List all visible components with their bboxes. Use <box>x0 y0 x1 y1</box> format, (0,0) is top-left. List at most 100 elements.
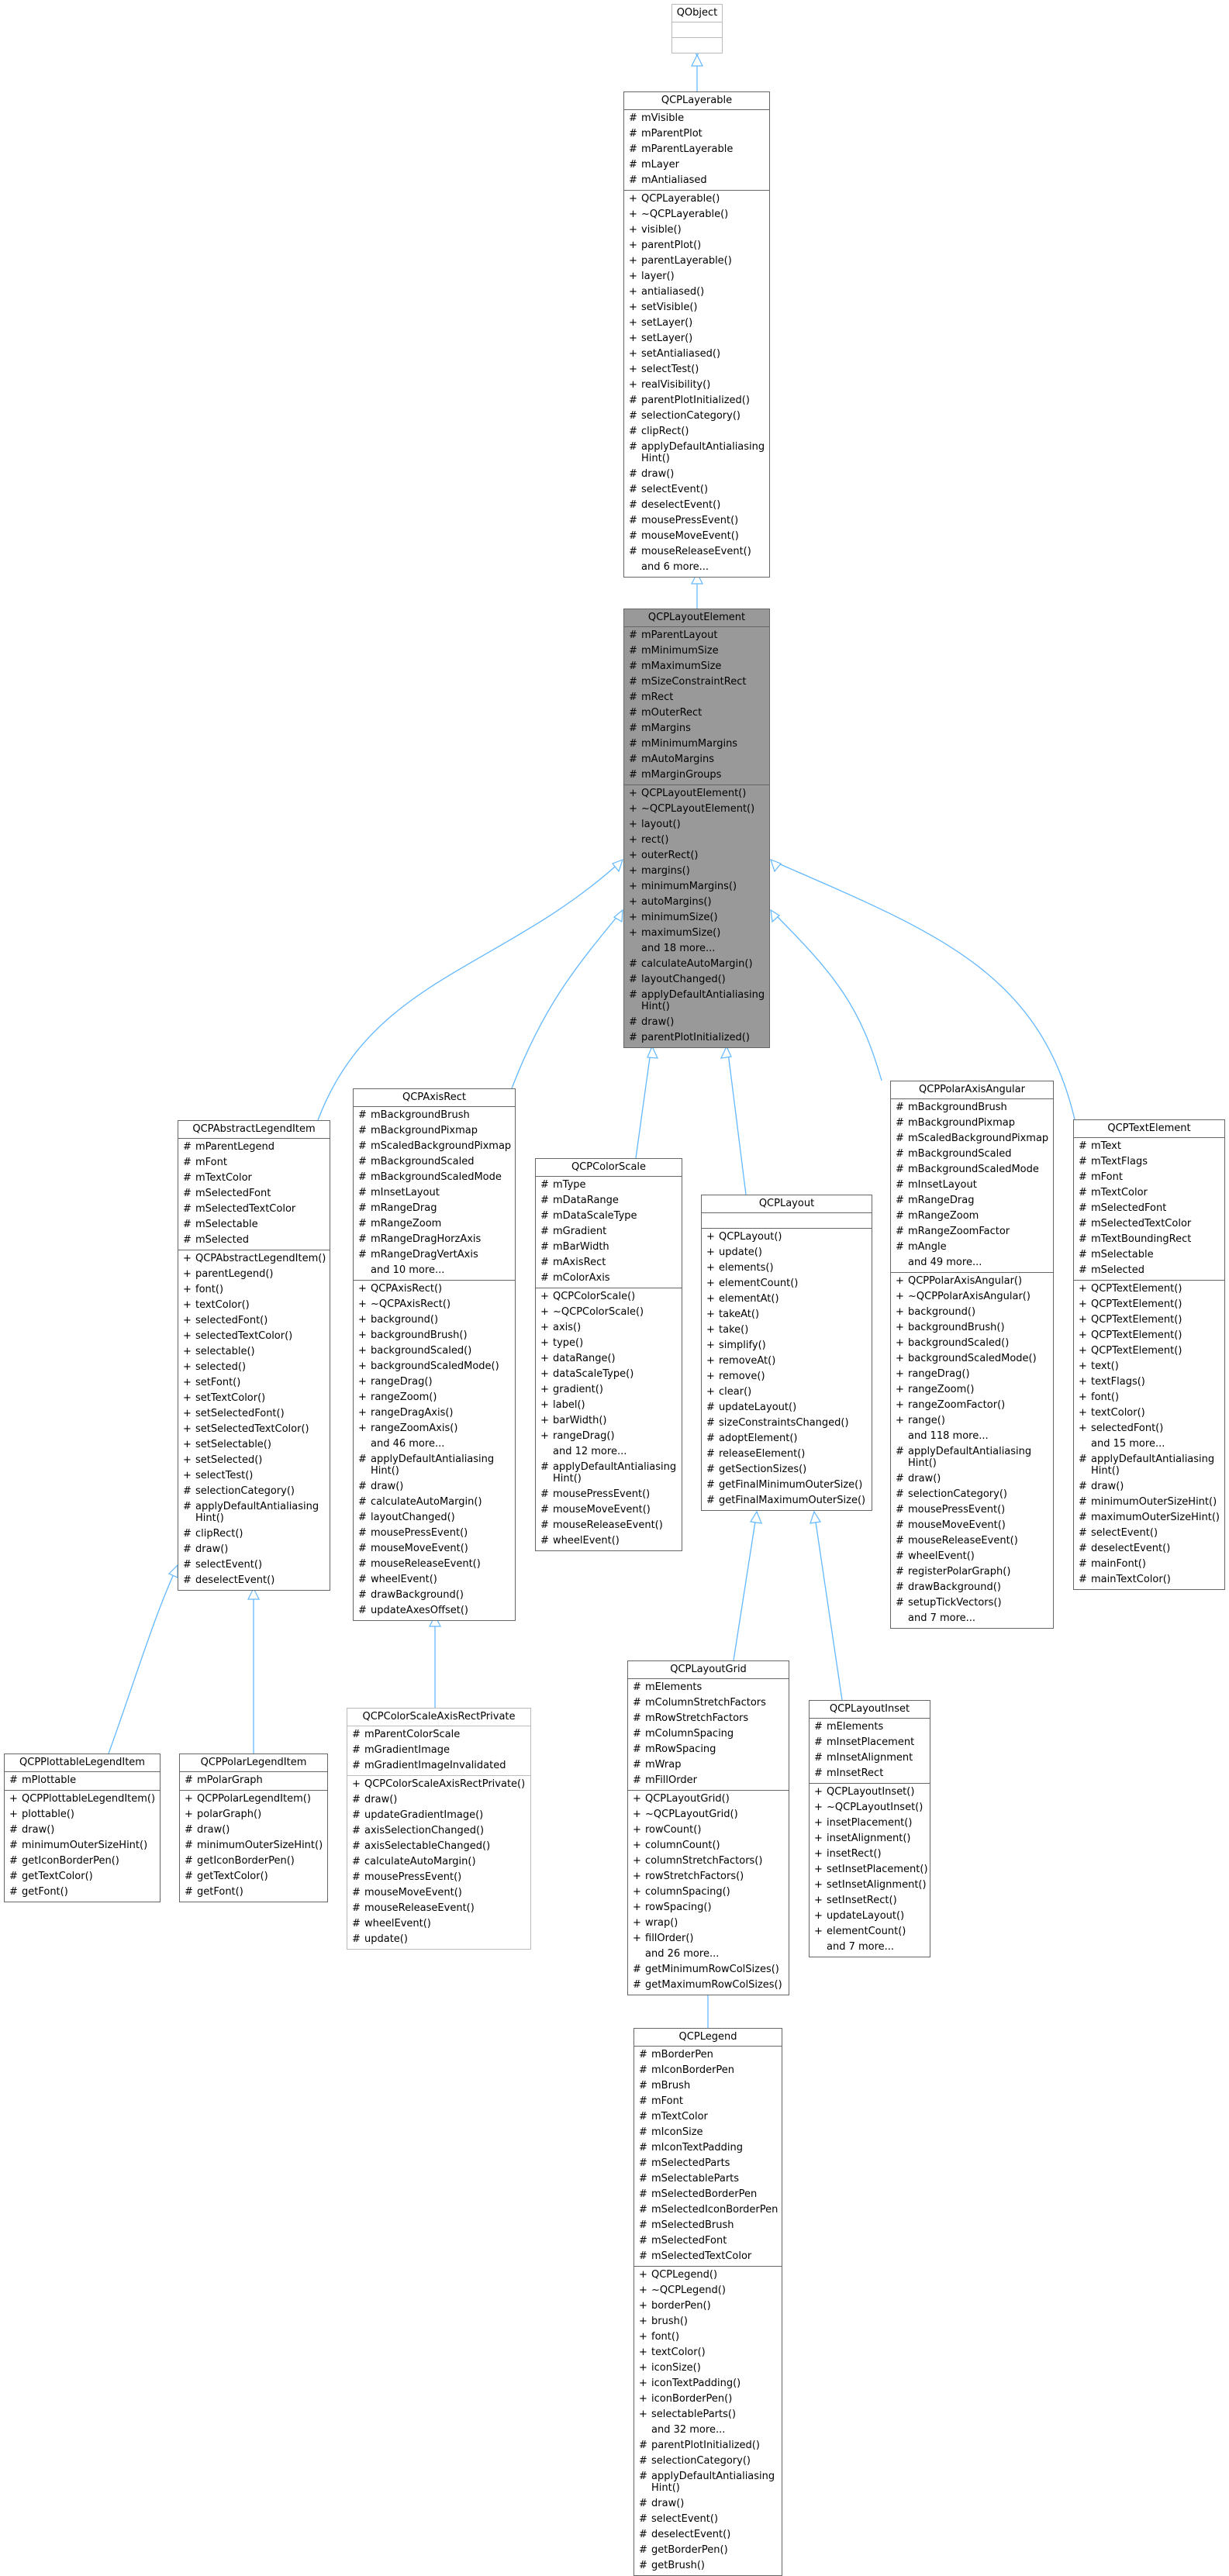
method-row[interactable]: +background() <box>891 1305 1053 1320</box>
method-row[interactable]: #selectEvent() <box>634 2512 782 2527</box>
attribute-row[interactable]: #mFont <box>634 2094 782 2109</box>
class-qcpcolorscaleaxisrectprivate[interactable]: QCPColorScaleAxisRectPrivate#mParentColo… <box>347 1708 531 1950</box>
attribute-row[interactable]: #mBackgroundPixmap <box>354 1123 515 1139</box>
attribute-row[interactable]: #mDataScaleType <box>536 1209 682 1224</box>
method-row[interactable]: #axisSelectableChanged() <box>347 1839 530 1854</box>
method-row[interactable]: +plottable() <box>5 1807 160 1823</box>
method-row[interactable]: +elements() <box>702 1260 872 1276</box>
method-row[interactable]: +QCPPolarLegendItem() <box>180 1791 327 1807</box>
method-row[interactable]: +borderPen() <box>634 2298 782 2314</box>
method-row[interactable]: #sizeConstraintsChanged() <box>702 1416 872 1431</box>
attribute-row[interactable]: #mBackgroundScaledMode <box>891 1162 1053 1178</box>
method-row[interactable]: #update() <box>347 1932 530 1947</box>
method-row[interactable]: #mouseReleaseEvent() <box>624 544 769 560</box>
attribute-row[interactable]: #mSelectedTextColor <box>1074 1216 1224 1232</box>
method-row[interactable]: #selectEvent() <box>1074 1526 1224 1541</box>
method-row[interactable]: #mouseMoveEvent() <box>624 529 769 544</box>
method-row[interactable]: +setSelected() <box>178 1453 330 1468</box>
method-row[interactable]: #selectionCategory() <box>178 1484 330 1499</box>
method-row[interactable]: #layoutChanged() <box>624 972 769 988</box>
method-row[interactable]: #selectEvent() <box>178 1557 330 1573</box>
attribute-row[interactable]: #mParentColorScale <box>347 1727 530 1743</box>
method-row[interactable]: +rangeZoomFactor() <box>891 1398 1053 1413</box>
method-row[interactable]: +~QCPLayoutElement() <box>624 802 769 817</box>
method-row[interactable]: +update() <box>702 1245 872 1260</box>
attribute-row[interactable]: #mBackgroundBrush <box>354 1108 515 1123</box>
method-row[interactable]: #calculateAutoMargin() <box>354 1495 515 1510</box>
method-row[interactable]: #wheelEvent() <box>354 1572 515 1588</box>
method-row[interactable]: +QCPLayoutElement() <box>624 786 769 802</box>
method-row[interactable]: +rangeZoom() <box>891 1382 1053 1398</box>
method-row[interactable]: and 118 more... <box>891 1429 1053 1444</box>
attribute-row[interactable]: #mBrush <box>634 2078 782 2094</box>
class-qcppolarlegenditem[interactable]: QCPPolarLegendItem#mPolarGraph+QCPPolarL… <box>179 1754 328 1902</box>
attribute-row[interactable]: #mMargins <box>624 721 769 736</box>
method-row[interactable]: #axisSelectionChanged() <box>347 1823 530 1839</box>
method-row[interactable]: #draw() <box>180 1823 327 1838</box>
class-qcplegend[interactable]: QCPLegend#mBorderPen#mIconBorderPen#mBru… <box>633 2028 782 2576</box>
method-row[interactable]: +polarGraph() <box>180 1807 327 1823</box>
method-row[interactable]: #getIconBorderPen() <box>5 1854 160 1869</box>
method-row[interactable]: #mouseReleaseEvent() <box>536 1518 682 1533</box>
attribute-row[interactable]: #mFillOrder <box>628 1773 789 1788</box>
attribute-row[interactable]: #mSelectedTextColor <box>178 1202 330 1217</box>
attribute-row[interactable]: #mElements <box>628 1680 789 1695</box>
class-qcplayoutelement[interactable]: QCPLayoutElement#mParentLayout#mMinimumS… <box>623 609 770 1048</box>
attribute-row[interactable]: #mInsetAlignment <box>810 1750 930 1766</box>
attribute-row[interactable]: #mInsetRect <box>810 1766 930 1781</box>
attribute-row[interactable]: #mTextColor <box>634 2109 782 2125</box>
attribute-row[interactable]: #mTextColor <box>178 1171 330 1186</box>
method-row[interactable]: +QCPTextElement() <box>1074 1312 1224 1328</box>
method-row[interactable]: #mousePressEvent() <box>536 1487 682 1502</box>
attribute-row[interactable]: #mAxisRect <box>536 1255 682 1271</box>
method-row[interactable]: #registerPolarGraph() <box>891 1564 1053 1580</box>
method-row[interactable]: +selectedFont() <box>1074 1421 1224 1436</box>
method-row[interactable]: +QCPTextElement() <box>1074 1281 1224 1297</box>
method-row[interactable]: #layoutChanged() <box>354 1510 515 1526</box>
attribute-row[interactable]: #mScaledBackgroundPixmap <box>891 1131 1053 1147</box>
attribute-row[interactable]: #mParentPlot <box>624 126 769 142</box>
method-row[interactable]: and 18 more... <box>624 941 769 957</box>
method-row[interactable]: +setAntialiased() <box>624 347 769 362</box>
attribute-row[interactable]: #mMinimumSize <box>624 643 769 659</box>
method-row[interactable]: +setSelectedTextColor() <box>178 1422 330 1437</box>
method-row[interactable]: +iconTextPadding() <box>634 2376 782 2392</box>
method-row[interactable]: #getTextColor() <box>180 1869 327 1885</box>
method-row[interactable]: +~QCPLegend() <box>634 2283 782 2298</box>
method-row[interactable]: #mouseMoveEvent() <box>536 1502 682 1518</box>
attribute-row[interactable]: #mSelectedFont <box>634 2233 782 2249</box>
attribute-row[interactable]: #mSizeConstraintRect <box>624 674 769 690</box>
class-qcpabstractlegenditem[interactable]: QCPAbstractLegendItem#mParentLegend#mFon… <box>178 1120 330 1591</box>
attribute-row[interactable]: #mAngle <box>891 1240 1053 1255</box>
attribute-row[interactable]: #mColumnSpacing <box>628 1726 789 1742</box>
attribute-row[interactable]: #mRangeDragHorzAxis <box>354 1232 515 1247</box>
method-row[interactable]: +range() <box>891 1413 1053 1429</box>
method-row[interactable]: +font() <box>1074 1390 1224 1405</box>
method-row[interactable]: +columnCount() <box>628 1838 789 1854</box>
method-row[interactable]: +font() <box>178 1282 330 1298</box>
method-row[interactable]: +selectedFont() <box>178 1313 330 1329</box>
attribute-row[interactable]: #mVisible <box>624 111 769 126</box>
attribute-row[interactable]: #mColumnStretchFactors <box>628 1695 789 1711</box>
method-row[interactable]: #maximumOuterSizeHint() <box>1074 1510 1224 1526</box>
attribute-row[interactable]: #mSelectable <box>178 1217 330 1233</box>
attribute-row[interactable]: #mGradientImageInvalidated <box>347 1758 530 1774</box>
method-row[interactable]: +textColor() <box>634 2345 782 2360</box>
attribute-row[interactable]: #mSelectedBorderPen <box>634 2187 782 2202</box>
attribute-row[interactable]: #mIconTextPadding <box>634 2140 782 2156</box>
class-qcplayout[interactable]: QCPLayout+QCPLayout()+update()+elements(… <box>701 1195 872 1511</box>
method-row[interactable]: #draw() <box>347 1792 530 1808</box>
attribute-row[interactable]: #mFont <box>1074 1170 1224 1185</box>
method-row[interactable]: #mainTextColor() <box>1074 1572 1224 1588</box>
method-row[interactable]: +maximumSize() <box>624 926 769 941</box>
method-row[interactable]: #wheelEvent() <box>536 1533 682 1549</box>
method-row[interactable]: #getTextColor() <box>5 1869 160 1885</box>
method-row[interactable]: +QCPColorScale() <box>536 1289 682 1305</box>
attribute-row[interactable]: #mRowStretchFactors <box>628 1711 789 1726</box>
class-qcpaxisrect[interactable]: QCPAxisRect#mBackgroundBrush#mBackground… <box>353 1088 516 1621</box>
attribute-row[interactable]: #mSelected <box>178 1233 330 1248</box>
attribute-row[interactable]: #mInsetPlacement <box>810 1735 930 1750</box>
attribute-row[interactable]: #mType <box>536 1178 682 1193</box>
